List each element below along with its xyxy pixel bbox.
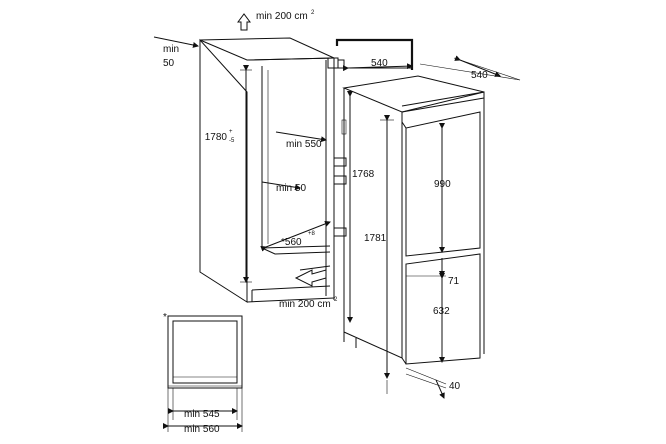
niche-height-tol-top: + [229,129,233,135]
overall-height: 1768 [352,169,375,180]
top-ventilation-label: min 200 cm [256,11,308,22]
bottom-ventilation-arrow-icon [294,269,327,287]
body-height: 1781 [364,233,387,244]
niche-width-tol: +8 [308,231,316,237]
section-asterisk: * [163,312,167,323]
niche-width: *560 [281,237,302,248]
niche-cabinet [199,37,347,303]
gap-dimension: 71 [448,276,460,287]
appliance-body [341,75,485,365]
depth-min-label: min 550 [286,139,322,150]
top-ventilation-sup: 2 [311,10,315,16]
niche-height: 1780 [205,132,228,143]
fridge-door-height: 990 [434,179,451,190]
rear-gap-label: min 50 [276,183,306,194]
side-gap-label: min [163,44,179,55]
niche-height-tol-bottom: -5 [229,138,235,144]
section-min-depth-1: min 545 [184,409,220,420]
side-gap-value: 50 [163,58,175,69]
appliance-depth: 540 [471,70,488,81]
ventilation-duct [335,38,414,70]
top-ventilation-arrow-icon [237,13,251,31]
plinth-dimension: 40 [449,381,461,392]
section-min-depth-2: min 560 [184,424,220,435]
freezer-door-height: 632 [433,306,450,317]
appliance-width: 540 [371,58,388,69]
bottom-ventilation-sup: 2 [334,297,338,303]
bottom-ventilation-label: min 200 cm [279,299,331,310]
